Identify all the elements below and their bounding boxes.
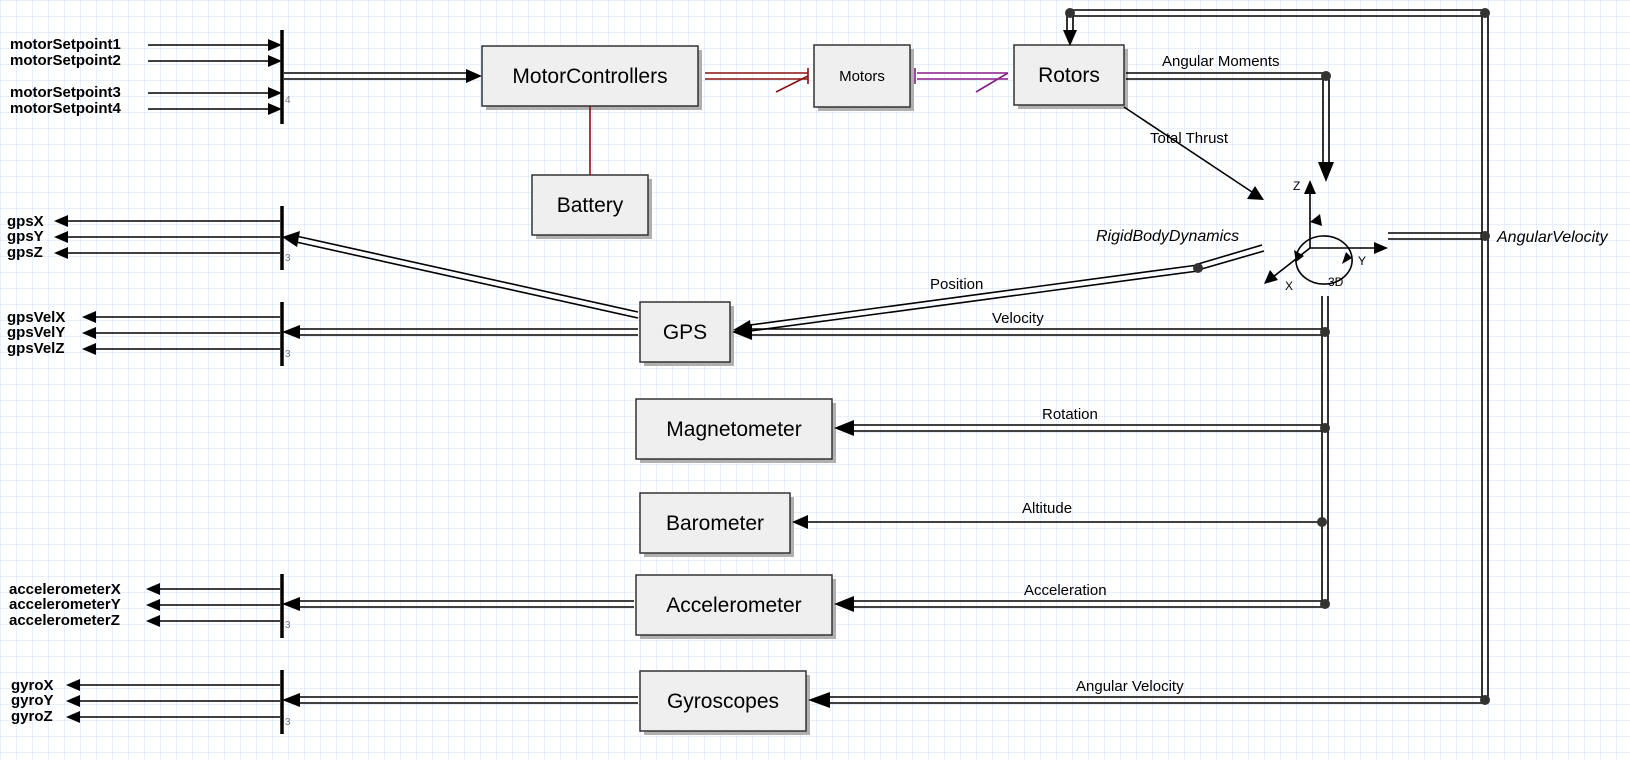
output-port-gyroz[interactable]: gyroZ bbox=[11, 708, 53, 725]
output-port-accelerometerx[interactable]: accelerometerX bbox=[9, 581, 121, 598]
position-label: Position bbox=[930, 276, 983, 293]
gps-demux-count: 3 bbox=[285, 253, 291, 264]
gyroscopes-to-demux-bus[interactable] bbox=[282, 693, 638, 707]
gyro-outputs: gyroX gyroY gyroZ bbox=[11, 677, 280, 725]
angular-velocity-feedback-bus[interactable] bbox=[1063, 9, 1489, 700]
angular-moments-bus[interactable] bbox=[1126, 72, 1334, 182]
input-port-2[interactable]: motorSetpoint2 bbox=[10, 52, 121, 69]
angular-velocity-bus[interactable] bbox=[808, 692, 1482, 708]
altitude-label: Altitude bbox=[1022, 500, 1072, 517]
output-port-gpsx[interactable]: gpsX bbox=[7, 213, 44, 230]
motorcontrollers-to-motors-link[interactable] bbox=[705, 68, 809, 93]
angular-velocity-branch-dot bbox=[1480, 231, 1490, 241]
rotation-label: Rotation bbox=[1042, 406, 1098, 423]
magnetometer-block[interactable]: Magnetometer bbox=[635, 398, 836, 463]
input-port-4[interactable]: motorSetpoint4 bbox=[10, 100, 121, 117]
accelerometer-demux-count: 3 bbox=[285, 620, 291, 631]
rotation-bus[interactable] bbox=[834, 420, 1322, 436]
angular-velocity-out-label: AngularVelocity bbox=[1496, 229, 1609, 246]
magnetometer-label: Magnetometer bbox=[666, 418, 801, 441]
battery-block[interactable]: Battery bbox=[531, 174, 652, 239]
altitude-line[interactable] bbox=[792, 515, 1322, 529]
motor-setpoint-inputs: motorSetpoint1 motorSetpoint2 motorSetpo… bbox=[10, 36, 282, 117]
gyroscopes-label: Gyroscopes bbox=[667, 690, 779, 713]
output-port-gpsy[interactable]: gpsY bbox=[7, 228, 44, 245]
rotation-dot bbox=[1320, 423, 1330, 433]
velocity-bus[interactable] bbox=[732, 324, 1322, 340]
gpsvel-outputs: gpsVelX gpsVelY gpsVelZ bbox=[7, 309, 280, 357]
rigid-body-dynamics-label: RigidBodyDynamics bbox=[1096, 228, 1239, 245]
output-port-gyrox[interactable]: gyroX bbox=[11, 677, 54, 694]
gps-to-demux-bus[interactable] bbox=[282, 231, 639, 319]
gps-block[interactable]: GPS bbox=[639, 301, 734, 366]
gyroscopes-block[interactable]: Gyroscopes bbox=[639, 670, 810, 735]
gps-to-gpsvel-demux-bus[interactable] bbox=[282, 325, 638, 339]
state-vertical-bus[interactable] bbox=[1321, 296, 1329, 604]
output-port-gyroy[interactable]: gyroY bbox=[11, 692, 54, 709]
total-thrust-line[interactable] bbox=[1123, 106, 1264, 200]
output-port-gpsvelx[interactable]: gpsVelX bbox=[7, 309, 65, 326]
barometer-block[interactable]: Barometer bbox=[639, 492, 794, 557]
motors-to-rotors-link[interactable] bbox=[914, 68, 1009, 93]
velocity-label: Velocity bbox=[992, 310, 1044, 327]
accelerometer-to-demux-bus[interactable] bbox=[282, 597, 634, 611]
output-port-gpsvelz[interactable]: gpsVelZ bbox=[7, 340, 65, 357]
gyro-branch-dot bbox=[1480, 695, 1490, 705]
velocity-dot bbox=[1320, 327, 1330, 337]
rotors-block[interactable]: Rotors bbox=[1013, 44, 1128, 109]
position-dot bbox=[1193, 263, 1203, 273]
rigid-body-dynamics-block[interactable]: RigidBodyDynamics Z Y X 3D bbox=[1096, 179, 1388, 293]
mux-count: 4 bbox=[285, 95, 291, 106]
mux-to-motorcontrollers-bus[interactable] bbox=[284, 69, 482, 83]
motors-block[interactable]: Motors bbox=[813, 44, 914, 111]
altitude-dot bbox=[1317, 517, 1327, 527]
acceleration-label: Acceleration bbox=[1024, 582, 1107, 599]
input-port-1[interactable]: motorSetpoint1 bbox=[10, 36, 121, 53]
barometer-label: Barometer bbox=[666, 512, 764, 535]
feedback-dot-left bbox=[1065, 8, 1075, 18]
accelerometer-label: Accelerometer bbox=[666, 594, 801, 617]
feedback-dot-right bbox=[1480, 8, 1490, 18]
angular-velocity-out-bus[interactable] bbox=[1388, 232, 1482, 240]
angular-moments-label: Angular Moments bbox=[1162, 53, 1280, 70]
output-port-gpsvely[interactable]: gpsVelY bbox=[7, 324, 65, 341]
motorcontrollers-block[interactable]: MotorControllers bbox=[481, 45, 702, 110]
input-port-3[interactable]: motorSetpoint3 bbox=[10, 84, 121, 101]
gpsvel-demux-count: 3 bbox=[285, 349, 291, 360]
axis-z-label: Z bbox=[1293, 179, 1300, 193]
motors-label: Motors bbox=[839, 68, 885, 85]
acceleration-bus[interactable] bbox=[834, 596, 1322, 612]
angular-velocity-label: Angular Velocity bbox=[1076, 678, 1184, 695]
axis-y-label: Y bbox=[1358, 254, 1366, 268]
accelerometer-block[interactable]: Accelerometer bbox=[635, 574, 836, 639]
battery-label: Battery bbox=[557, 194, 624, 217]
output-port-accelerometery[interactable]: accelerometerY bbox=[9, 596, 121, 613]
total-thrust-label: Total Thrust bbox=[1150, 130, 1229, 147]
gps-outputs: gpsX gpsY gpsZ bbox=[7, 213, 280, 261]
accelerometer-outputs: accelerometerX accelerometerY accelerome… bbox=[9, 581, 280, 629]
output-port-gpsz[interactable]: gpsZ bbox=[7, 244, 43, 261]
motorcontrollers-label: MotorControllers bbox=[512, 65, 667, 88]
angular-moments-branch-dot bbox=[1321, 71, 1331, 81]
output-port-accelerometerz[interactable]: accelerometerZ bbox=[9, 612, 120, 629]
rotors-label: Rotors bbox=[1038, 64, 1100, 87]
gps-label: GPS bbox=[663, 321, 707, 344]
acceleration-dot bbox=[1320, 599, 1330, 609]
axis-x-label: X bbox=[1285, 279, 1293, 293]
gyro-demux-count: 3 bbox=[285, 717, 291, 728]
